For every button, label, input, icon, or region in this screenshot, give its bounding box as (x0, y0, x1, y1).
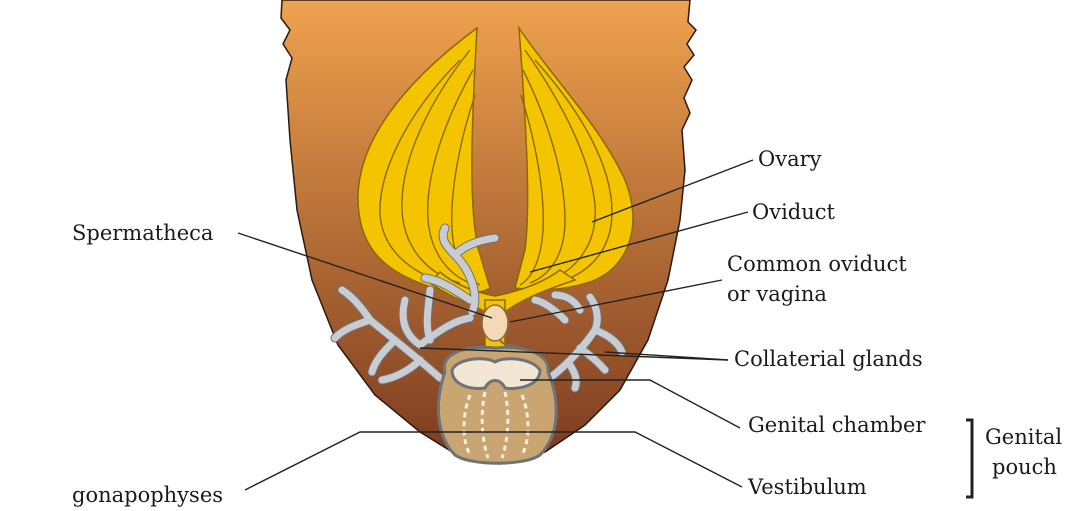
vestibulum (450, 357, 542, 390)
label-gonapophyses: gonapophyses (72, 483, 224, 507)
gonapophyses-valves (462, 391, 530, 459)
label-common-oviduct-line1: Common oviduct (727, 252, 907, 276)
leader-ovary (591, 159, 754, 223)
leader-spermatheca (237, 232, 493, 319)
leader-collaterial-2 (419, 347, 729, 361)
label-collaterial-glands: Collaterial glands (734, 347, 923, 371)
ovary-left (357, 26, 491, 294)
genital-pouch-bracket (966, 418, 974, 499)
label-spermatheca: Spermatheca (72, 221, 214, 245)
leader-oviduct (529, 211, 749, 273)
label-genital-pouch-line1: Genital (985, 425, 1063, 449)
label-genital-pouch-line2: pouch (992, 455, 1057, 479)
ovary-right (514, 25, 634, 291)
label-genital-chamber: Genital chamber (748, 413, 926, 437)
spermatheca (481, 304, 509, 342)
label-ovary: Ovary (758, 147, 822, 171)
leader-common-oviduct (509, 279, 723, 323)
leader-vestibulum (244, 431, 743, 491)
label-vestibulum: Vestibulum (748, 475, 867, 499)
leader-lines (237, 159, 974, 499)
label-oviduct: Oviduct (752, 200, 835, 224)
label-common-oviduct-line2: or vagina (727, 282, 827, 306)
leader-genital-chamber (520, 379, 741, 429)
